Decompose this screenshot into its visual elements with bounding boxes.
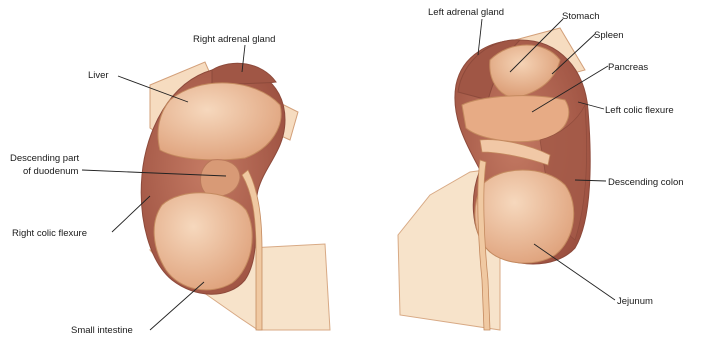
jejunum-area [475, 170, 574, 263]
right-kidney-figure [141, 62, 330, 330]
leader-small-intestine [150, 282, 204, 330]
label-pancreas: Pancreas [608, 62, 648, 73]
label-right-adrenal-gland: Right adrenal gland [193, 34, 275, 45]
label-spleen: Spleen [594, 30, 624, 41]
label-descending-colon: Descending colon [608, 177, 684, 188]
left-kidney-figure [398, 28, 590, 330]
leader-jejunum [534, 244, 615, 300]
label-left-colic-flexure: Left colic flexure [605, 105, 674, 116]
label-right-colic-flexure: Right colic flexure [12, 228, 87, 239]
label-liver: Liver [88, 70, 109, 81]
label-stomach: Stomach [562, 11, 600, 22]
pancreas-area [462, 96, 569, 142]
label-left-adrenal-gland: Left adrenal gland [428, 7, 504, 18]
label-descending-duodenum-line1: Descending part [10, 153, 80, 164]
label-descending-duodenum-line2: of duodenum [23, 166, 79, 177]
label-small-intestine: Small intestine [71, 325, 133, 336]
label-jejunum: Jejunum [617, 296, 653, 307]
